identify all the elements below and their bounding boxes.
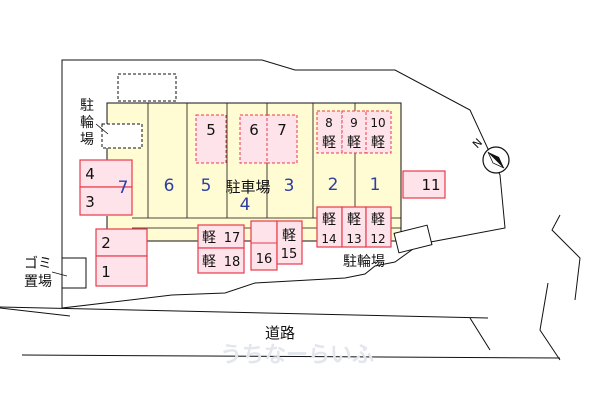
space-14-label: 14: [321, 232, 336, 246]
kei-mark-14: 軽: [322, 212, 336, 228]
space-2-box: [95, 228, 148, 257]
parking-lot-label: 駐車場: [225, 178, 270, 196]
space-7-label: 7: [277, 121, 287, 139]
bike-parking-leader-top: [95, 123, 109, 135]
bike-parking-left-box: [101, 123, 143, 149]
kei-mark-8: 軽: [322, 135, 336, 151]
bike-parking-top-box: [117, 73, 177, 102]
space-4-box: [79, 159, 133, 188]
space-18-box: [197, 247, 245, 274]
watermark: うちなーらいふ: [220, 343, 374, 368]
space-9-label: 9: [350, 116, 358, 130]
space-10-box: [365, 110, 392, 154]
kei-mark-17: 軽: [202, 230, 216, 246]
road-left-line: [0, 306, 489, 319]
stall-number-1: 1: [370, 175, 381, 195]
bike-parking-right-label: 駐輪場: [343, 253, 385, 270]
stall-number-2: 2: [328, 175, 339, 195]
garbage-box: [61, 257, 87, 289]
stall-dividers: [132, 103, 401, 229]
road-label: 道路: [265, 324, 295, 342]
space-8-label: 8: [325, 116, 333, 130]
north-compass-icon: [482, 146, 510, 174]
road-right-edge: [469, 317, 491, 351]
kei-mark-12: 軽: [371, 212, 385, 228]
space-11-label: 11: [421, 176, 440, 194]
space-7-box: [266, 114, 298, 164]
space-18-label: 18: [224, 255, 241, 270]
space-9-box: [341, 110, 367, 154]
space-6-box: [239, 114, 268, 164]
garbage-leader: [51, 271, 68, 277]
space-3-box: [79, 186, 133, 216]
space-10-label: 10: [370, 116, 385, 130]
space-14-box: [316, 206, 343, 248]
space-1-box: [95, 255, 148, 287]
space-3-label: 3: [85, 193, 95, 211]
road-left-line-lower: [0, 307, 71, 317]
space-11-box: [402, 170, 446, 199]
space-8-box: [316, 110, 343, 154]
space-12-label: 12: [370, 232, 385, 246]
space-1-label: 1: [101, 263, 111, 281]
space-5-box: [195, 114, 227, 164]
kei-mark-13: 軽: [347, 212, 361, 228]
kei-mark-15: 軽: [282, 228, 296, 244]
kei-mark-10: 軽: [371, 135, 385, 151]
bike-parking-right-box: [393, 224, 433, 254]
stall-number-3: 3: [284, 176, 295, 196]
space-5-label: 5: [206, 121, 216, 139]
space-6-label: 6: [249, 121, 259, 139]
space-13-label: 13: [346, 232, 361, 246]
road-right-curve: [551, 214, 581, 301]
space-16-label: 16: [256, 252, 273, 267]
stall-number-4: 4: [240, 195, 251, 215]
stall-number-5: 5: [201, 176, 212, 196]
space-2-label: 2: [101, 234, 111, 252]
garbage-label: ゴミ置場: [24, 255, 52, 290]
space-4-label: 4: [85, 165, 95, 183]
space-12-box: [365, 206, 392, 248]
kei-mark-9: 軽: [347, 135, 361, 151]
lot-right-boundary: [539, 282, 561, 361]
space-17-label: 17: [224, 231, 241, 246]
kei-mark-18: 軽: [202, 254, 216, 270]
space-15-label: 15: [281, 247, 298, 262]
stall-number-7: 7: [118, 178, 129, 198]
stall-number-6: 6: [164, 176, 175, 196]
bike-parking-top-label: 駐輪場: [80, 98, 94, 148]
space-16-box: [250, 220, 278, 271]
road-bottom-line: [21, 354, 561, 359]
space-13-box: [341, 206, 367, 248]
